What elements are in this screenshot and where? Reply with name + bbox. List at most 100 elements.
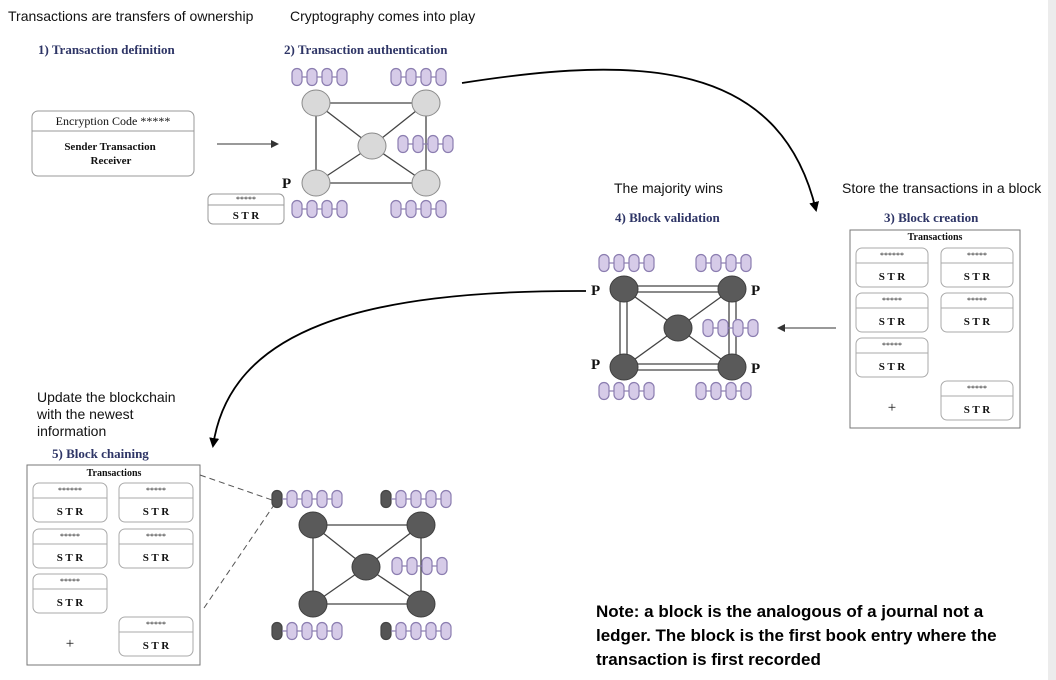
node-label-p: P [591, 283, 600, 299]
code-text: ****** [880, 251, 904, 260]
transaction-card: *****S T R [855, 292, 929, 333]
str-text: S T R [233, 210, 261, 222]
transaction-card: ***** S T R [940, 247, 1014, 288]
chain-link [405, 67, 417, 87]
chain-link [717, 318, 729, 338]
chain-link [380, 621, 392, 641]
chain-link [271, 621, 283, 641]
chain-link [732, 318, 744, 338]
chain-link [435, 67, 447, 87]
chain-link [598, 253, 610, 273]
arrow-step2-to-step3 [461, 68, 819, 212]
note-line-3: transaction is first recorded [596, 650, 821, 669]
chain-link [390, 67, 402, 87]
chain-link [421, 556, 433, 576]
chain-link [331, 621, 343, 641]
node [351, 553, 381, 581]
chain-link [271, 489, 283, 509]
node [411, 89, 441, 117]
chain-link [598, 381, 610, 401]
transaction-card-line1: Sender Transaction [64, 141, 155, 153]
str-text: S T R [879, 316, 907, 328]
chain-link [316, 489, 328, 509]
caption-update-1: Update the blockchain [37, 389, 176, 405]
node [301, 169, 331, 197]
chain-link [336, 199, 348, 219]
chain-link [420, 199, 432, 219]
chain-link [436, 556, 448, 576]
node-label-p: P [751, 283, 760, 299]
chain-icon [271, 489, 343, 509]
chain-icon [291, 199, 348, 219]
chain-link [321, 67, 333, 87]
transaction-card: *****S T R [32, 573, 108, 614]
node [609, 275, 639, 303]
plus-sign: + [66, 636, 74, 652]
block-title: Transactions [908, 232, 963, 243]
note-line-1: Note: a block is the analogous of a jour… [596, 602, 984, 621]
node-label-p: P [591, 357, 600, 373]
transaction-card: *****S T R [118, 482, 194, 523]
str-text: S T R [143, 640, 171, 652]
chain-link [643, 381, 655, 401]
code-text: ***** [967, 384, 987, 393]
node [298, 511, 328, 539]
chain-link [405, 199, 417, 219]
transaction-card: *****S T R [940, 292, 1014, 333]
chain-icon [271, 621, 343, 641]
node [406, 511, 436, 539]
node [357, 132, 387, 160]
note-line-2: ledger. The block is the first book entr… [596, 626, 997, 645]
chain-icon [598, 381, 655, 401]
chain-link [420, 67, 432, 87]
str-text: S T R [964, 316, 992, 328]
chain-link [613, 253, 625, 273]
chain-link [710, 381, 722, 401]
code-text: ***** [146, 486, 166, 495]
transaction-card: *****S T R [118, 616, 194, 657]
chain-link [435, 199, 447, 219]
chain-link [331, 489, 343, 509]
str-text: S T R [143, 552, 171, 564]
chain-link [397, 134, 409, 154]
node [609, 353, 639, 381]
transaction-card: *****S T R [32, 528, 108, 569]
code-text: ***** [967, 251, 987, 260]
str-text: S T R [57, 597, 85, 609]
chain-icon [702, 318, 759, 338]
str-text: S T R [57, 506, 85, 518]
transaction-card: *****S T R [855, 337, 929, 378]
transaction-card-line2: Receiver [91, 155, 132, 167]
pending-transaction: ***** S T R [207, 193, 285, 225]
chain-link [336, 67, 348, 87]
caption-majority: The majority wins [614, 180, 723, 196]
right-edge-strip [1048, 0, 1056, 680]
node-label-p: P [282, 176, 291, 192]
chain-link [391, 556, 403, 576]
zoom-line [199, 474, 273, 501]
chain-icon [291, 67, 348, 87]
step-3-title: 3) Block creation [884, 210, 979, 225]
plus-sign: + [888, 400, 896, 416]
chain-icon [390, 199, 447, 219]
chain-link [613, 381, 625, 401]
str-text: S T R [879, 271, 907, 283]
transaction-card-header: Encryption Code ***** [56, 114, 171, 128]
chain-link [291, 199, 303, 219]
node [663, 314, 693, 342]
step-1-title: 1) Transaction definition [38, 42, 176, 57]
chain-link [695, 381, 707, 401]
transaction-card: ******S T R [32, 482, 108, 523]
str-text: S T R [964, 271, 992, 283]
arrow-step4-to-step5 [209, 290, 587, 448]
node [406, 590, 436, 618]
chain-link [410, 621, 422, 641]
chain-link [291, 67, 303, 87]
chain-link [316, 621, 328, 641]
caption-ownership: Transactions are transfers of ownership [8, 8, 254, 24]
transaction-card: ****** S T R [855, 247, 929, 288]
zoom-line [203, 504, 275, 609]
transaction-card: *****S T R [118, 528, 194, 569]
chain-icon [380, 621, 452, 641]
